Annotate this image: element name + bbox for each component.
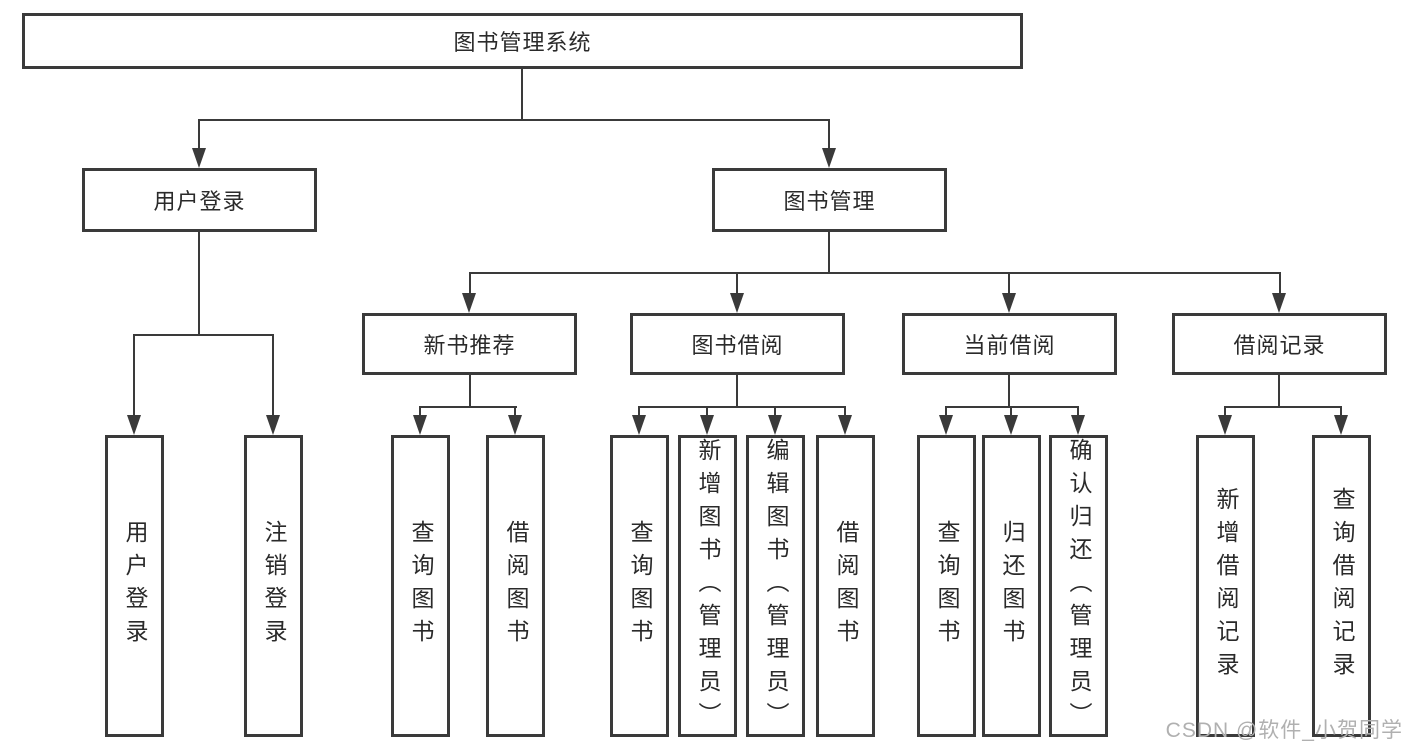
arrow-down-icon: [266, 415, 280, 435]
arrow-down-icon: [508, 415, 522, 435]
leaf-borrow-books: 借阅图书: [816, 435, 875, 737]
leaf-label: 借阅图书: [833, 520, 859, 652]
connector-line: [198, 119, 830, 121]
connector-line: [469, 375, 471, 408]
leaf-label: 查询图书: [934, 520, 960, 652]
leaf-label: 借阅图书: [503, 520, 529, 652]
arrow-down-icon: [700, 415, 714, 435]
node-borrow-records: 借阅记录: [1172, 313, 1387, 375]
connector-line: [736, 375, 738, 408]
leaf-edit-books-admin: 编辑图书（管理员）: [746, 435, 805, 737]
arrow-down-icon: [127, 415, 141, 435]
leaf-label: 新增借阅记录: [1213, 487, 1239, 685]
connector-line: [272, 334, 274, 418]
leaf-query-books-borrow: 查询图书: [610, 435, 669, 737]
leaf-label: 归还图书: [999, 520, 1025, 652]
leaf-label: 编辑图书（管理员）: [763, 438, 789, 735]
node-book-borrow: 图书借阅: [630, 313, 845, 375]
arrow-down-icon: [939, 415, 953, 435]
connector-line: [1077, 406, 1079, 418]
connector-line: [469, 272, 1281, 274]
leaf-add-books-admin: 新增图书（管理员）: [678, 435, 737, 737]
node-library-system: 图书管理系统: [22, 13, 1023, 69]
leaf-label: 确认归还（管理员）: [1066, 438, 1092, 735]
leaf-add-borrow-record: 新增借阅记录: [1196, 435, 1255, 737]
leaf-query-books-newbooks: 查询图书: [391, 435, 450, 737]
arrow-down-icon: [632, 415, 646, 435]
node-current-borrow: 当前借阅: [902, 313, 1117, 375]
leaf-label: 查询借阅记录: [1329, 487, 1355, 685]
watermark: CSDN @软件_小贺同学: [1165, 719, 1403, 742]
leaf-logout: 注销登录: [244, 435, 303, 737]
leaf-return-books: 归还图书: [982, 435, 1041, 737]
leaf-confirm-return-admin: 确认归还（管理员）: [1049, 435, 1108, 737]
connector-line: [198, 232, 200, 336]
arrow-down-icon: [1334, 415, 1348, 435]
arrow-down-icon: [730, 293, 744, 313]
connector-line: [844, 406, 846, 418]
connector-line: [1224, 406, 1226, 418]
leaf-label: 用户登录: [122, 520, 148, 652]
connector-line: [198, 119, 200, 151]
arrow-down-icon: [822, 148, 836, 168]
connector-line: [638, 406, 846, 408]
leaf-label: 查询图书: [408, 520, 434, 652]
connector-line: [521, 68, 523, 121]
connector-line: [1008, 272, 1010, 296]
connector-line: [1008, 375, 1010, 408]
arrow-down-icon: [1002, 293, 1016, 313]
leaf-query-borrow-record: 查询借阅记录: [1312, 435, 1371, 737]
arrow-down-icon: [1218, 415, 1232, 435]
connector-line: [1224, 406, 1342, 408]
arrow-down-icon: [1071, 415, 1085, 435]
leaf-borrow-books-newbooks: 借阅图书: [486, 435, 545, 737]
connector-line: [706, 406, 708, 418]
node-user-login: 用户登录: [82, 168, 317, 232]
arrow-down-icon: [768, 415, 782, 435]
connector-line: [638, 406, 640, 418]
connector-line: [419, 406, 517, 408]
leaf-user-login: 用户登录: [105, 435, 164, 737]
connector-line: [469, 272, 471, 296]
arrow-down-icon: [838, 415, 852, 435]
connector-line: [1279, 272, 1281, 296]
leaf-label: 注销登录: [261, 520, 287, 652]
connector-line: [133, 334, 135, 418]
arrow-down-icon: [1272, 293, 1286, 313]
arrow-down-icon: [1004, 415, 1018, 435]
connector-line: [828, 119, 830, 151]
leaf-query-books-current: 查询图书: [917, 435, 976, 737]
connector-line: [514, 406, 516, 418]
connector-line: [1010, 406, 1012, 418]
node-book-management: 图书管理: [712, 168, 947, 232]
connector-line: [945, 406, 947, 418]
leaf-label: 新增图书（管理员）: [695, 438, 721, 735]
connector-line: [945, 406, 1079, 408]
connector-line: [774, 406, 776, 418]
arrow-down-icon: [462, 293, 476, 313]
arrow-down-icon: [192, 148, 206, 168]
connector-line: [1340, 406, 1342, 418]
connector-line: [133, 334, 274, 336]
arrow-down-icon: [413, 415, 427, 435]
connector-line: [1278, 375, 1280, 408]
leaf-label: 查询图书: [627, 520, 653, 652]
connector-line: [419, 406, 421, 418]
connector-line: [736, 272, 738, 296]
node-new-book-recommend: 新书推荐: [362, 313, 577, 375]
connector-line: [828, 232, 830, 274]
